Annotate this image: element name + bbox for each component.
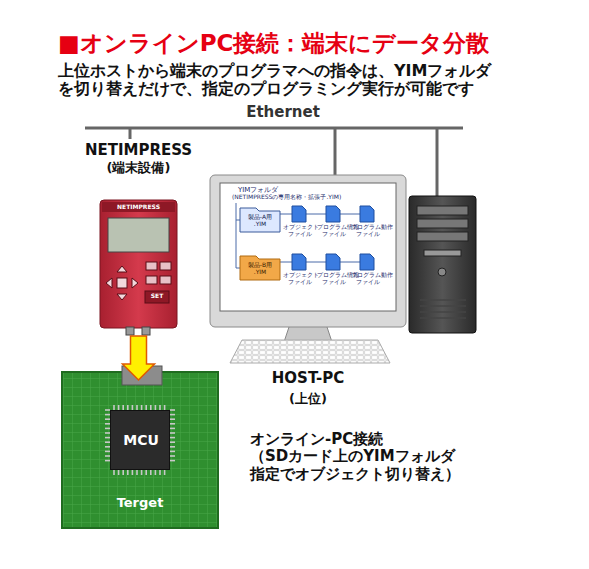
chip-pin — [170, 441, 175, 443]
chip-pin — [164, 470, 166, 475]
node-text: NETIMPRESS — [85, 142, 192, 159]
chip-pin — [170, 437, 175, 439]
node-text: (端末設備) — [107, 161, 171, 176]
netimpress-device — [102, 202, 175, 212]
tower-pc — [417, 232, 468, 241]
file-label: プログラム情報 ファイル — [317, 224, 350, 238]
chip-pin — [170, 446, 175, 448]
programmer-device: NETIMPRESS(端末設備) — [100, 200, 177, 328]
netimpress-device — [106, 266, 138, 300]
netimpress-device — [160, 262, 171, 270]
button-label: SET — [145, 293, 169, 300]
netimpress-device — [142, 327, 150, 335]
chip-pin — [170, 451, 175, 453]
monitor — [210, 175, 406, 363]
netimpress-device — [100, 200, 177, 328]
ethernet-bus — [129, 128, 132, 139]
folder-tree — [240, 256, 280, 280]
chip-pin — [118, 470, 120, 475]
subtitle: 上位ホストから端末のプログラマへの指令は、YIMフォルダ を切り替えだけで、指定… — [58, 62, 548, 99]
chip-pin — [170, 409, 175, 411]
chip-pin — [150, 470, 152, 475]
mcu-chip: MCU — [110, 410, 170, 470]
tower-pc — [424, 250, 461, 256]
chip-pin — [170, 460, 175, 462]
node-text: (上位) — [289, 392, 327, 407]
folder-tree — [236, 203, 374, 280]
chip-pin — [170, 455, 175, 457]
chip-pin — [122, 470, 124, 475]
folder-label: 製品-B用 .YIM — [241, 262, 279, 276]
netimpress-device — [160, 276, 171, 284]
file-label: プログラム動作 ファイル — [351, 224, 384, 238]
chip-pin — [136, 470, 138, 475]
chip-pin — [155, 470, 157, 475]
ethernet-bus — [334, 128, 337, 176]
file-label: オブジェクト ファイル — [283, 272, 316, 286]
file-icon — [360, 206, 374, 222]
tower-pc — [417, 206, 468, 215]
folder-tree — [236, 203, 240, 268]
file-icon — [326, 254, 340, 270]
file-icon — [326, 206, 340, 222]
chip-pin — [170, 418, 175, 420]
monitor — [210, 175, 406, 327]
tower-pc — [420, 300, 466, 318]
caption-note: オンライン-PC接続 （SDカード上のYIMフォルダ 指定でオブジェクト切り替え… — [250, 431, 540, 483]
node-text: HOST-PC — [272, 370, 344, 387]
screen-text: YIMフォルダ — [238, 186, 378, 194]
file-label: オブジェクト ファイル — [283, 224, 316, 238]
title: ■オンラインPC接続：端末にデータ分散 — [58, 30, 489, 56]
node-text: Terget — [117, 496, 164, 511]
netimpress-device — [117, 278, 127, 288]
file-icon — [292, 206, 306, 222]
ethernet-bus — [85, 127, 463, 130]
chip-pin — [170, 432, 175, 434]
netimpress-device — [146, 276, 157, 284]
monitor — [220, 183, 396, 311]
target-board — [62, 366, 218, 528]
node-text: MCU — [123, 432, 159, 448]
block-arrow — [123, 336, 155, 380]
folder-tree — [292, 206, 374, 270]
chip-pin — [145, 470, 147, 475]
target-board — [105, 405, 175, 475]
file-label: プログラム情報 ファイル — [317, 272, 350, 286]
device-brand: NETIMPRESS — [108, 204, 169, 211]
folder-tree — [240, 208, 280, 232]
tower-pc — [417, 219, 468, 228]
tower-pc — [438, 268, 446, 276]
chip-pin — [159, 470, 161, 475]
chip-pin — [141, 470, 143, 475]
screen-text: (NETIMPRESSの専用名称・拡張子.YIM) — [232, 194, 392, 201]
chip-pin — [127, 470, 129, 475]
target-board: Terget MCU — [62, 372, 218, 528]
target-board — [62, 372, 218, 528]
file-icon — [360, 254, 374, 270]
chip-pin — [113, 470, 115, 475]
chip-pin — [170, 423, 175, 425]
netimpress-device — [126, 327, 134, 335]
network-label: Ethernet — [226, 104, 340, 121]
netimpress-device — [145, 291, 169, 303]
chip-pin — [170, 414, 175, 416]
folder-label: 製品-A用 .YIM — [241, 214, 279, 228]
ethernet-bus — [436, 128, 439, 197]
tower-pc — [409, 196, 476, 333]
netimpress-device — [146, 262, 157, 270]
file-icon — [292, 254, 306, 270]
chip-pin — [170, 428, 175, 430]
netimpress-device — [100, 200, 177, 335]
tower-pc — [409, 196, 476, 333]
netimpress-device — [108, 218, 169, 252]
file-label: プログラム動作 ファイル — [351, 272, 384, 286]
monitor — [230, 340, 390, 363]
chip-pin — [132, 470, 134, 475]
